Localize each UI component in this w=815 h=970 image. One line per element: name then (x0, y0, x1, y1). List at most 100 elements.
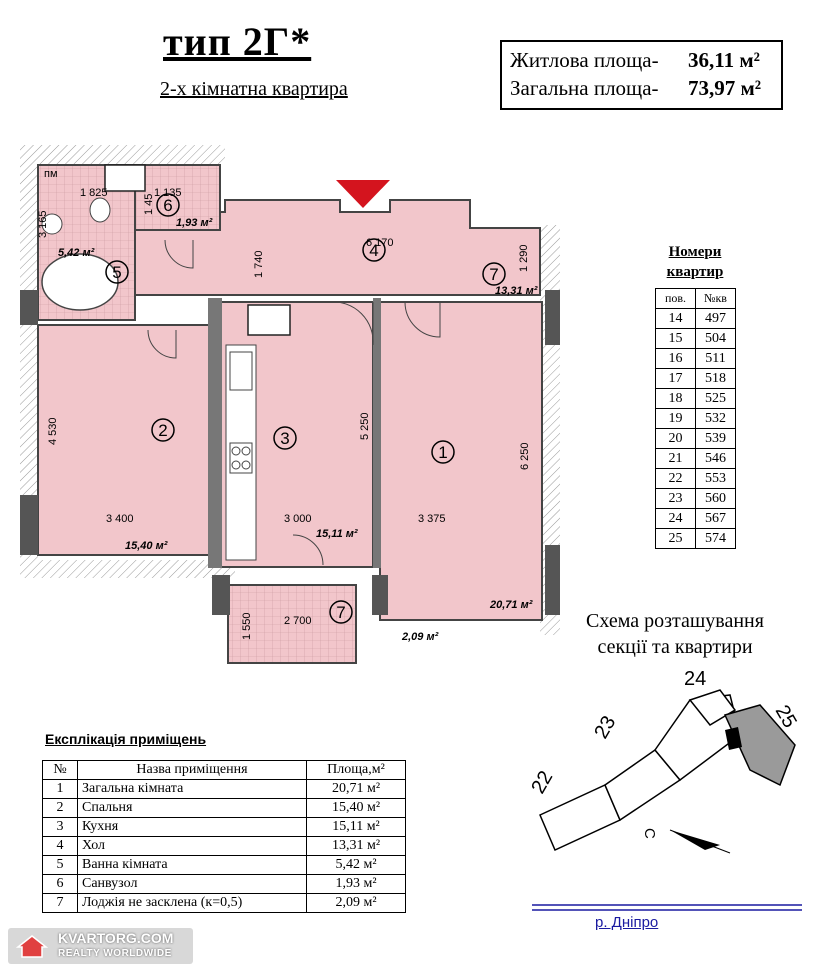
exterior-hatch (20, 145, 225, 165)
col-floor: пов. (655, 288, 696, 309)
sink-icon (229, 351, 253, 391)
room-name-cell: Загальна кімната (77, 779, 307, 799)
door-arc (404, 301, 441, 338)
apartment-apt-cell: 553 (695, 468, 736, 489)
room-num-cell: 2 (42, 798, 78, 818)
room-number: 1 (438, 443, 447, 462)
room-area: 13,31 м² (495, 285, 538, 297)
section-label: 24 (684, 668, 706, 690)
room-name-cell: Санвузол (77, 874, 307, 894)
room-area-cell: 13,31 м² (306, 836, 406, 856)
section-25 (723, 704, 796, 787)
apartment-floor-cell: 23 (655, 488, 696, 509)
wall-block (545, 545, 560, 615)
room-name-cell: Кухня (77, 817, 307, 837)
section-scheme: 22 23 24 25 С (527, 668, 802, 911)
watermark: KVARTORG.COM REALTY WORLDWIDE (8, 928, 193, 964)
watermark-line2: REALTY WORLDWIDE (58, 948, 172, 959)
room-num-cell: 3 (42, 817, 78, 837)
scheme-title-line2: секції та квартири (597, 636, 753, 658)
door-arc (292, 534, 324, 566)
apartment-apt-cell: 511 (695, 348, 736, 369)
apartment-floor-cell: 18 (655, 388, 696, 409)
door-arc (329, 301, 374, 346)
dimension-label: 1 825 (80, 187, 108, 199)
dimension-label: 4 530 (47, 417, 59, 445)
room-area-cell: 20,71 м² (306, 779, 406, 799)
room-area: 15,40 м² (125, 540, 168, 552)
room-area: 15,11 м² (316, 528, 358, 540)
dimension-label: 1 45 (143, 194, 155, 215)
room-living (379, 301, 543, 621)
dimension-label: 3 375 (418, 513, 446, 525)
room-name-cell: Хол (77, 836, 307, 856)
watermark-text: KVARTORG.COM REALTY WORLDWIDE (58, 931, 173, 961)
apartments-title-line1: Номери (668, 244, 722, 260)
room-area: 2,09 м² (401, 631, 439, 643)
apartment-apt-cell: 504 (695, 328, 736, 349)
room-area-cell: 2,09 м² (306, 893, 406, 913)
room-loggia (227, 584, 357, 664)
apartment-floor-cell: 20 (655, 428, 696, 449)
north-label: С (641, 828, 658, 839)
apartments-title-line2: квартир (666, 264, 724, 280)
room-number: 2 (158, 421, 167, 440)
living-area-row: Житлова площа- 36,11 м² (510, 48, 760, 73)
boiler-icon (104, 164, 146, 192)
wall-block (20, 290, 38, 325)
dimension-label: 6 170 (366, 237, 394, 249)
dimension-label: 1 550 (241, 612, 253, 640)
apartment-floor-cell: 21 (655, 448, 696, 469)
door-arc (147, 329, 177, 359)
house-logo-icon (15, 935, 49, 958)
section-24 (688, 689, 737, 726)
dimension-label: 3 400 (106, 513, 134, 525)
room-area: 1,93 м² (176, 217, 213, 229)
room-number: 4 (369, 241, 378, 260)
col-apt: №кв (695, 288, 736, 309)
room-number: 6 (163, 196, 172, 215)
living-area-label: Житлова площа- (510, 48, 659, 72)
apartment-apt-cell: 560 (695, 488, 736, 509)
section-label: 23 (590, 712, 620, 742)
room-num-cell: 5 (42, 855, 78, 875)
dimension-label: 1 135 (154, 187, 182, 199)
apartments-title: Номери квартир (655, 242, 735, 282)
apartment-floor-cell: 24 (655, 508, 696, 529)
apartment-floor-cell: 17 (655, 368, 696, 389)
entrance-arrow-icon (336, 180, 390, 208)
room-bedroom (37, 324, 211, 556)
stove-icon (229, 442, 253, 474)
dimension-label: 2 700 (284, 615, 312, 627)
room-hall (134, 199, 541, 296)
dimension-label: 1 290 (518, 244, 530, 272)
exterior-hatch (20, 145, 38, 575)
toilet-icon (89, 197, 111, 223)
explication-title: Експлікація приміщень (45, 731, 207, 747)
apartment-apt-cell: 567 (695, 508, 736, 529)
room-name-cell: Ванна кімната (77, 855, 307, 875)
dimension-label: 1 740 (253, 250, 265, 278)
scheme-title: Схема розташування секції та квартири (560, 608, 790, 660)
living-area-value: 36,11 м² (688, 48, 760, 72)
room-area: 5,42 м² (58, 247, 95, 259)
room-num-cell: 7 (42, 893, 78, 913)
apartment-apt-cell: 574 (695, 528, 736, 549)
page-subtitle: 2-х кімнатна квартира (160, 78, 348, 100)
scheme-title-line1: Схема розташування (586, 610, 764, 632)
room-number: 7 (336, 603, 345, 622)
apartment-floor-cell: 19 (655, 408, 696, 429)
